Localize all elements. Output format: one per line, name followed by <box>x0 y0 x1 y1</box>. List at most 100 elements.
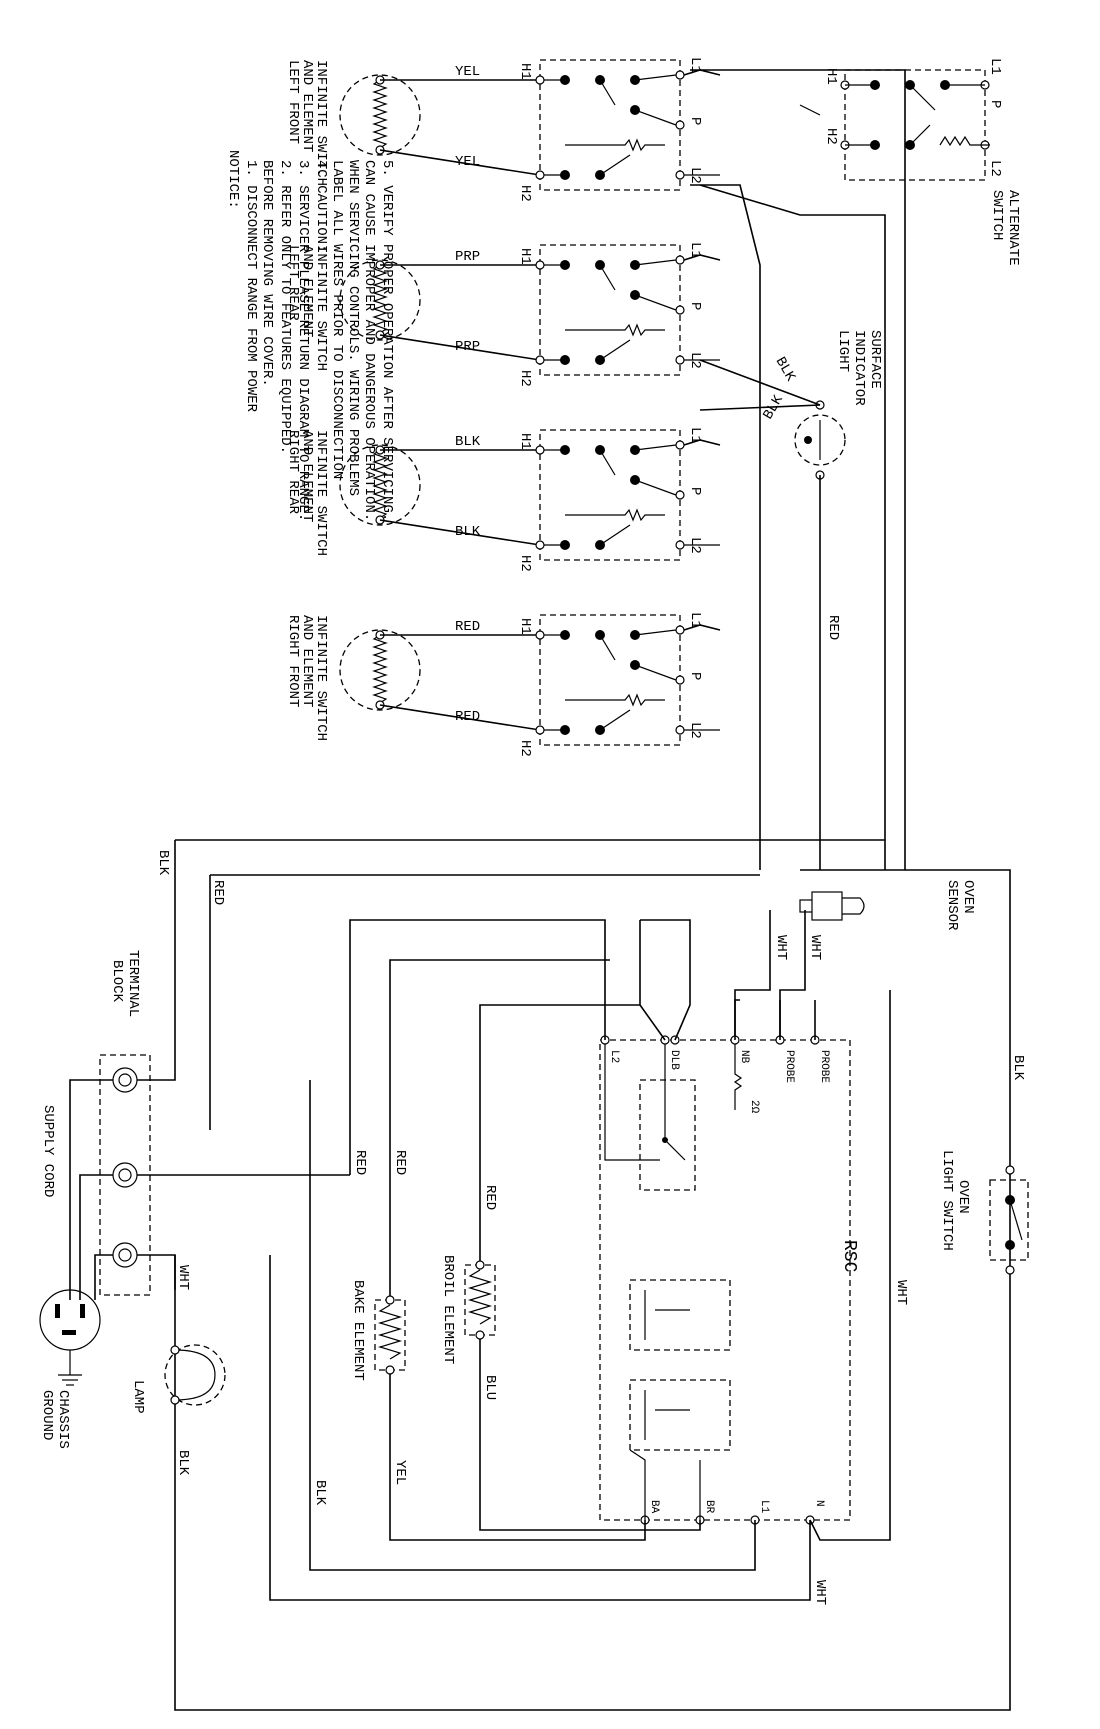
element-outline <box>339 74 421 156</box>
notice-block: NOTICE: 1. DISCONNECT RANGE FROM POWER B… <box>225 150 395 521</box>
switch-link <box>599 524 631 546</box>
rsc-pin-n: N <box>813 1500 825 1507</box>
switch-link <box>599 634 616 661</box>
element-wire <box>379 334 541 361</box>
switch-terminal-l2 <box>675 725 685 735</box>
switch-terminal-h2 <box>535 170 545 180</box>
wire-label-blu: BLU <box>482 1375 498 1400</box>
switch-h1-label: H1 <box>517 248 533 265</box>
switch-l2-label: L2 <box>687 722 703 739</box>
switch-name-label: INFINITE SWITCH <box>313 60 329 186</box>
wire-label-yel: YEL <box>392 1460 408 1485</box>
switch-terminal-h1 <box>535 445 545 455</box>
alt-h2-label: H2 <box>823 128 839 145</box>
switch-terminal-h2 <box>535 355 545 365</box>
element-wire <box>379 704 541 731</box>
alternate-switch: H1 H2 L1 P L2 ALTERNATE SWITCH <box>799 58 1021 266</box>
switch-h1-label: H1 <box>517 63 533 80</box>
wire-label-blk: BLK <box>312 1480 328 1506</box>
supply-cord-plug: SUPPLY CORD CHASSIS GROUND <box>39 1105 101 1449</box>
alt-h1-label: H1 <box>823 68 839 85</box>
switch-terminal-h2 <box>535 725 545 735</box>
element-wire-color-label: BLK <box>455 524 481 540</box>
wire-label-blk: BLK <box>155 850 171 876</box>
element-wire-color-label: RED <box>455 709 480 725</box>
element-wire <box>379 519 541 546</box>
bus-wire <box>683 254 721 261</box>
wire-label-red: RED <box>392 1150 408 1175</box>
switch-terminal-h1 <box>535 75 545 85</box>
switch-h2-label: H2 <box>517 185 533 202</box>
switch-name-label: INFINITE SWITCH <box>313 430 329 556</box>
surface-light-label: INDICATOR <box>851 330 867 406</box>
switch-terminal-l1 <box>675 70 685 80</box>
switch-link <box>634 664 677 681</box>
switch-terminal-p <box>675 490 685 500</box>
element-coil <box>372 264 388 334</box>
switch-terminal-l1 <box>675 440 685 450</box>
switch-link <box>599 264 616 291</box>
switch-name-label: AND ELEMENT <box>299 430 315 522</box>
oven-light-switch-label: OVEN <box>955 1180 971 1214</box>
surface-bus-wires: BLK BLK RED BLK <box>174 69 1026 1711</box>
switch-p-label: P <box>687 117 703 125</box>
bus-wire <box>683 439 721 446</box>
bus-wire <box>683 624 721 631</box>
switch-terminal-p <box>675 305 685 315</box>
switch-h2-label: H2 <box>517 740 533 757</box>
oven-light-switch: OVEN LIGHT SWITCH <box>939 1150 1029 1275</box>
switch-terminal-p <box>675 120 685 130</box>
switch-h2-label: H2 <box>517 555 533 572</box>
switch-link <box>634 294 677 311</box>
notice-line: 2. REFER ONLY TO FEATURES EQUIPPED. <box>277 160 293 454</box>
alt-switch-title: ALTERNATE <box>1005 190 1021 266</box>
switch-name-label: INFINITE SWITCH <box>313 615 329 741</box>
switch-link <box>634 444 677 451</box>
switch-name-label: AND ELEMENT <box>299 245 315 337</box>
rsc-pin-probe: PROBE <box>783 1050 795 1083</box>
surface-indicator-light: SURFACE INDICATOR LIGHT <box>794 330 883 480</box>
switch-l2-label: L2 <box>687 352 703 369</box>
notice-line: WHEN SERVICING CONTROLS. WIRING PROBLEMS <box>345 160 361 496</box>
rsc-pin-dlb: DLB <box>668 1050 680 1070</box>
switch-terminal-l2 <box>675 170 685 180</box>
switch-heater <box>565 693 665 707</box>
oven-sensor-label: OVEN <box>960 880 976 914</box>
switch-link <box>599 449 616 476</box>
element-wire-color-label: PRP <box>455 339 480 355</box>
lamp-label: LAMP <box>130 1380 146 1414</box>
element-outline <box>339 444 421 526</box>
switch-terminal-l2 <box>675 540 685 550</box>
oven-sensor: OVEN SENSOR WHT WHT <box>734 880 976 1040</box>
switch-p-label: P <box>687 672 703 680</box>
broil-element: BROIL ELEMENT BLU <box>440 1255 498 1400</box>
alt-switch-title: SWITCH <box>989 190 1005 240</box>
switch-h1-label: H1 <box>517 433 533 450</box>
chassis-ground-label: CHASSIS <box>55 1390 71 1449</box>
alt-l1-label: L1 <box>987 58 1003 75</box>
notice-line: BEFORE REMOVING WIRE COVER. <box>259 160 275 387</box>
wire-label-wht: WHT <box>773 935 789 960</box>
notice-line: 5. VERIFY PROPER OPERATION AFTER SERVICI… <box>379 160 395 521</box>
rsc-resistor-label: 2Ω <box>748 1100 760 1114</box>
oven-light-switch-label: LIGHT SWITCH <box>939 1150 955 1251</box>
switch-terminal-l2 <box>675 355 685 365</box>
switch-name-label: INFINITE SWITCH <box>313 245 329 371</box>
switch-name-label: AND ELEMENT <box>299 60 315 152</box>
switch-link <box>634 259 677 266</box>
wire-label-blk: BLK <box>175 1450 191 1476</box>
wire-label-red: RED <box>825 615 841 640</box>
switch-name-label: RIGHT FRONT <box>285 615 301 707</box>
switch-link <box>599 154 631 176</box>
notice-line: 3. SERVICER PLEASE RETURN DIAGRAM TO RAN… <box>295 160 311 521</box>
switch-h1-label: H1 <box>517 618 533 635</box>
element-coil <box>372 449 388 519</box>
switch-link <box>634 479 677 496</box>
element-wire-color-label: RED <box>455 619 480 635</box>
wire-label-red: RED <box>482 1185 498 1210</box>
oven-wiring: WHT WHT BLK RED RED RED <box>269 919 909 1605</box>
oven-lamp: WHT LAMP BLK <box>130 1255 226 1476</box>
